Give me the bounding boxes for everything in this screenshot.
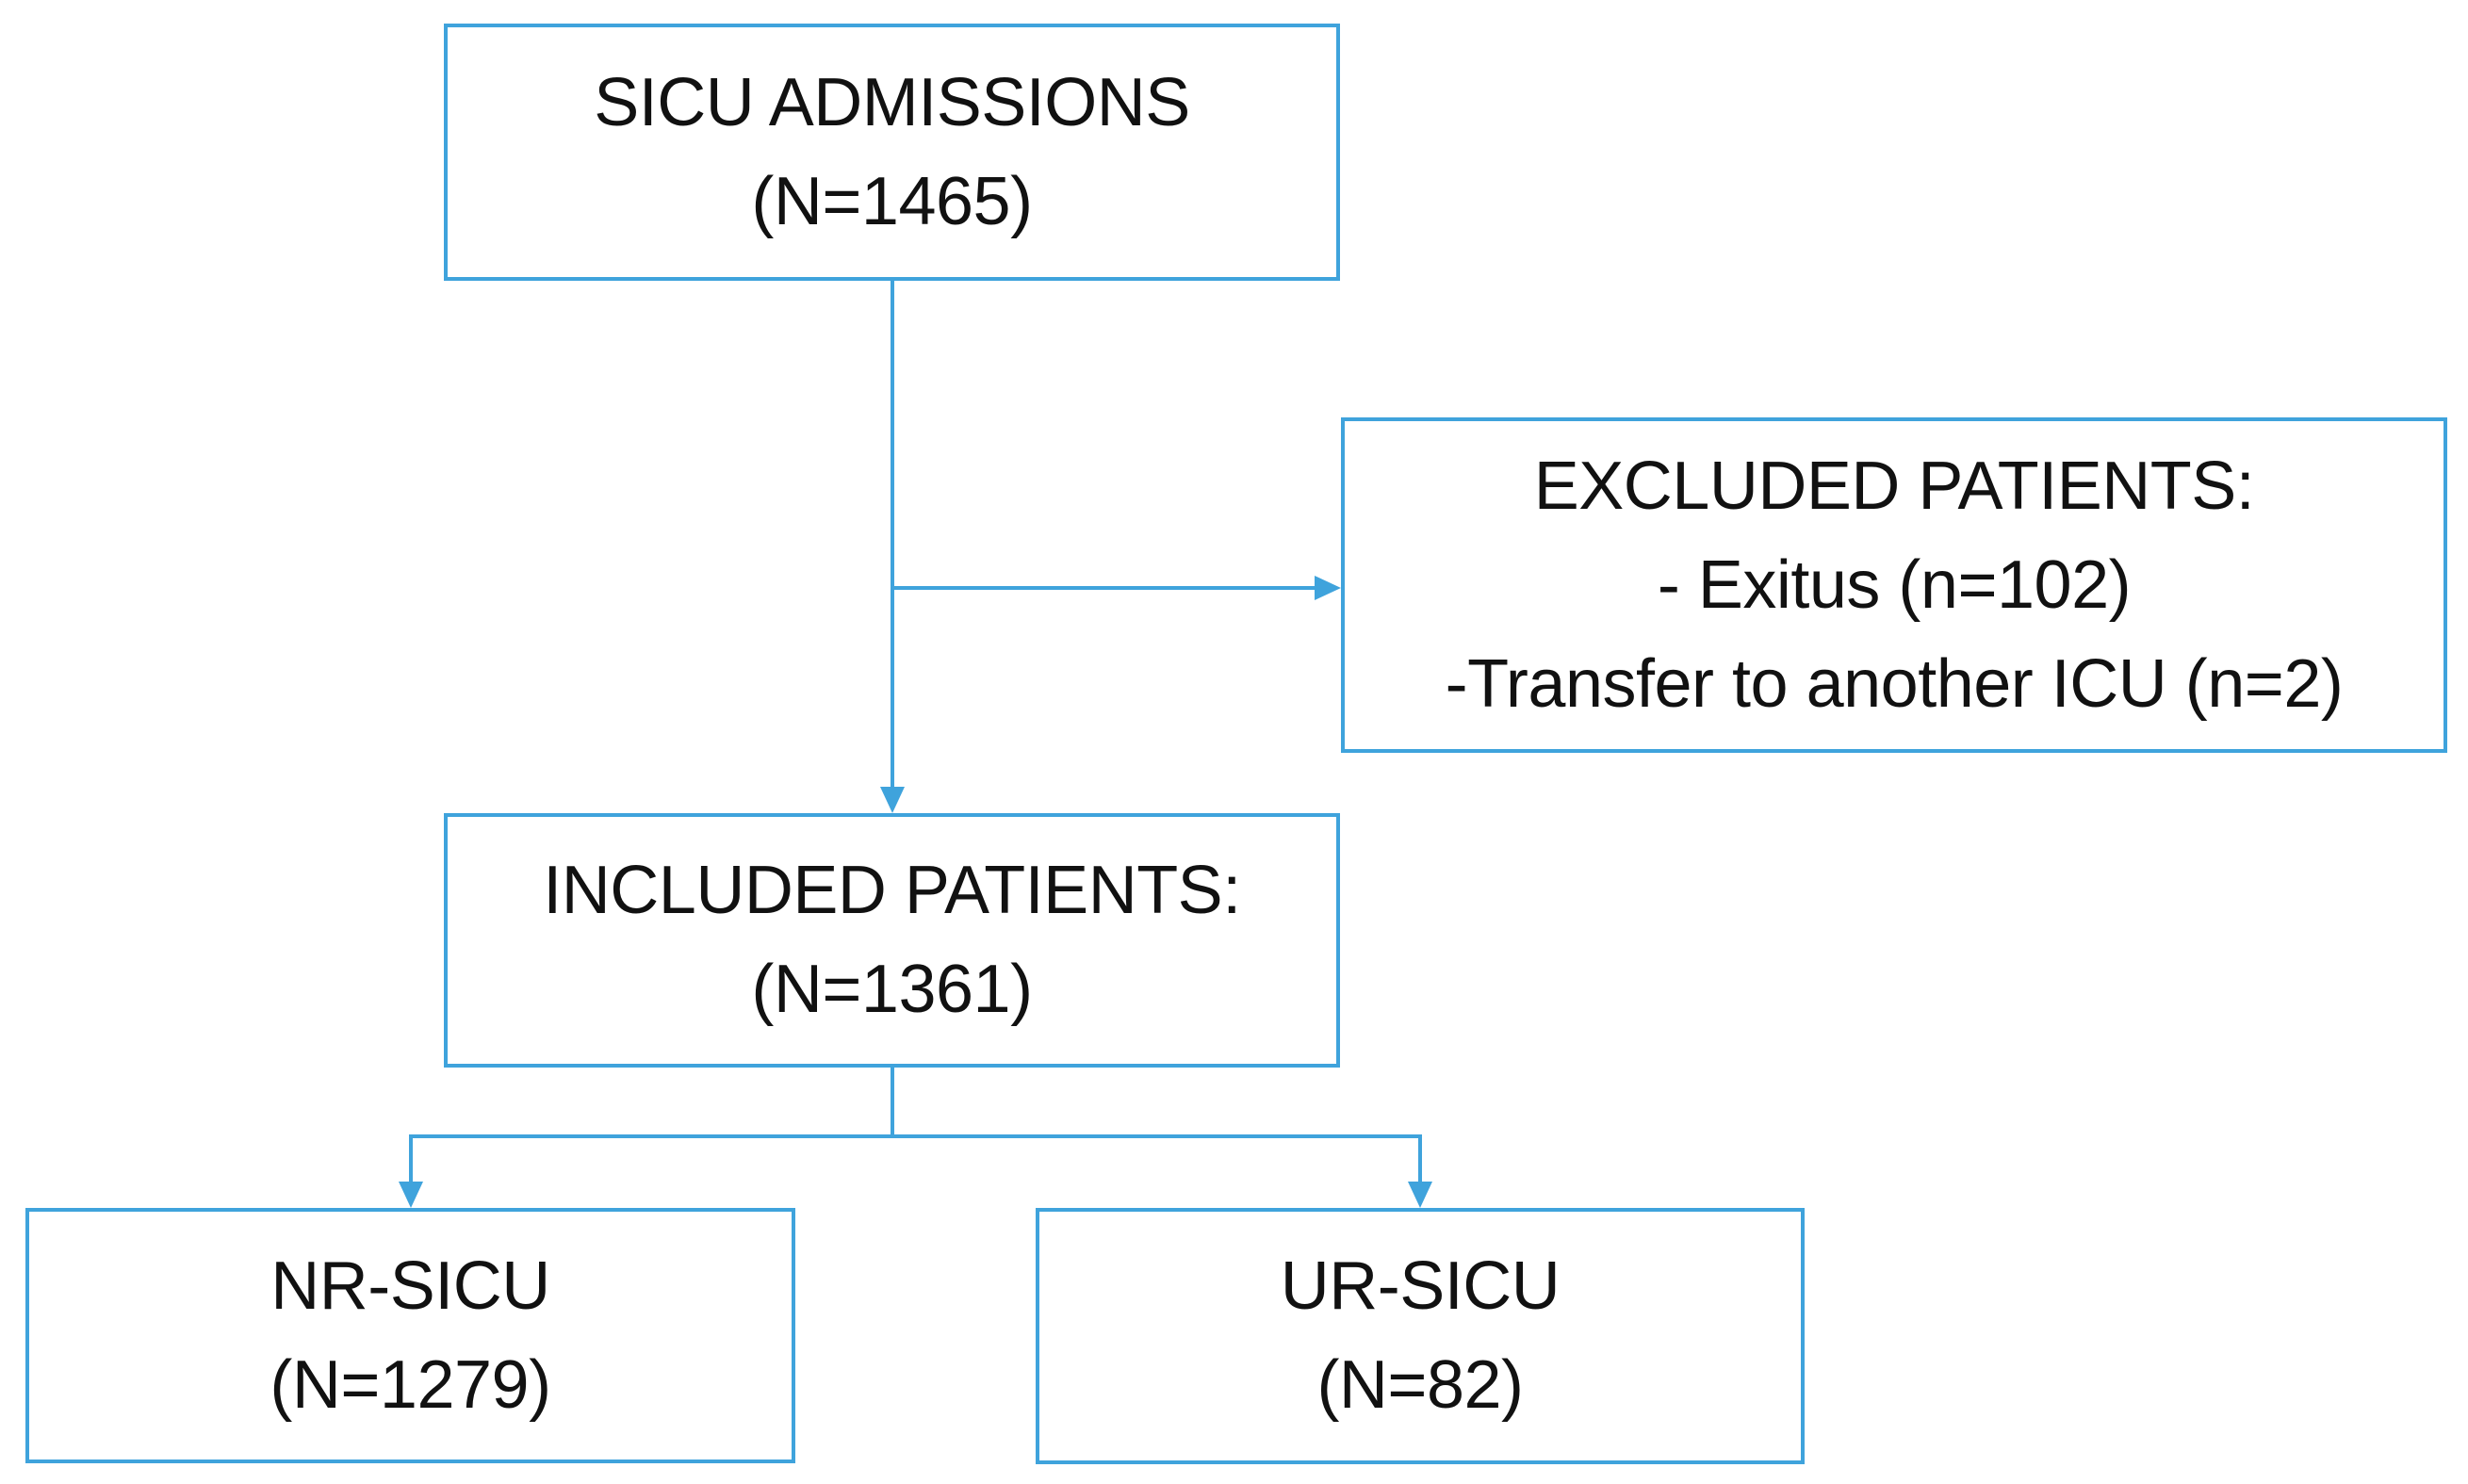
ur-sicu-count: (N=82) [1316,1347,1524,1423]
nr-sicu-label: NR-SICU [270,1248,550,1324]
connector-included-stub [891,1066,894,1136]
connector-branch-to-ur-sicu [1418,1134,1422,1183]
excluded-exitus-item: - Exitus (n=102) [1657,546,2132,623]
nr-sicu-box: NR-SICU (N=1279) [25,1208,795,1463]
arrowhead-into-included-icon [880,787,905,813]
excluded-patients-label: EXCLUDED PATIENTS: [1533,448,2255,524]
connector-branch-horizontal [409,1134,1422,1138]
sicu-admissions-count: (N=1465) [751,163,1033,239]
arrowhead-into-excluded-icon [1315,576,1341,600]
connector-branch-to-nr-sicu [409,1134,413,1183]
included-patients-count: (N=1361) [751,952,1033,1027]
nr-sicu-count: (N=1279) [270,1346,551,1423]
sicu-admissions-box: SICU ADMISSIONS (N=1465) [444,24,1340,281]
ur-sicu-box: UR-SICU (N=82) [1036,1208,1805,1464]
sicu-admissions-label: SICU ADMISSIONS [594,64,1190,140]
included-patients-label: INCLUDED PATIENTS: [543,853,1241,928]
excluded-patients-box: EXCLUDED PATIENTS: - Exitus (n=102) -Tra… [1341,417,2447,753]
ur-sicu-label: UR-SICU [1280,1248,1561,1324]
arrowhead-into-nr-sicu-icon [399,1182,423,1208]
connector-admissions-to-excluded [892,586,1316,590]
connector-admissions-to-included [891,281,894,790]
arrowhead-into-ur-sicu-icon [1408,1182,1432,1208]
included-patients-box: INCLUDED PATIENTS: (N=1361) [444,813,1340,1068]
excluded-transfer-item: -Transfer to another ICU (n=2) [1445,645,2344,722]
